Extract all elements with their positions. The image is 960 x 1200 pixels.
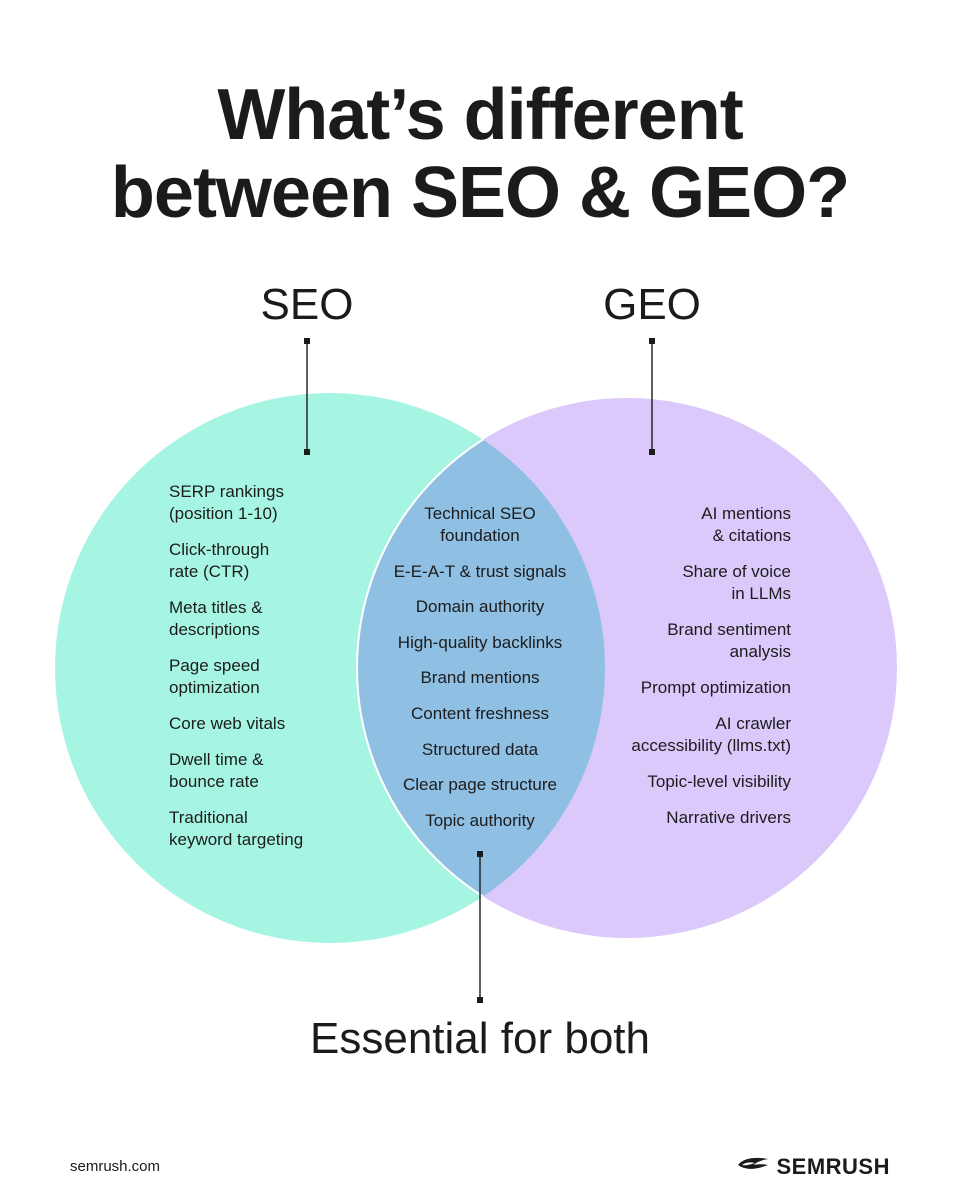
list-item: Domain authority xyxy=(415,597,545,617)
page-title: What’s different between SEO & GEO? xyxy=(0,76,960,232)
list-item: Share of voice in LLMs xyxy=(682,562,791,603)
list-item: Click-through rate (CTR) xyxy=(169,540,270,581)
overlap-outline-geo xyxy=(356,397,605,939)
list-item: Brand sentiment analysis xyxy=(667,620,791,661)
list-item: Meta titles & descriptions xyxy=(169,598,263,639)
title-line-1: What’s different xyxy=(217,75,743,155)
list-item: SERP rankings (position 1-10) xyxy=(169,482,284,523)
list-item: Brand mentions xyxy=(420,668,540,688)
list-item: Clear page structure xyxy=(402,775,558,795)
title-line-2: between SEO & GEO? xyxy=(110,153,850,233)
list-item: Page speed optimization xyxy=(169,656,260,697)
list-item: Structured data xyxy=(421,739,539,759)
both-connector-top-dot xyxy=(477,851,483,857)
geo-connector-bottom-dot xyxy=(649,449,655,455)
list-item: Dwell time & bounce rate xyxy=(169,750,264,791)
list-item: Traditional keyword targeting xyxy=(169,808,304,849)
both-item-list: Technical SEO foundation E-E-A-T & trust… xyxy=(380,503,580,845)
list-item: Core web vitals xyxy=(169,714,286,733)
list-item: High-quality backlinks xyxy=(397,632,563,652)
semrush-flame-icon xyxy=(736,1156,770,1179)
list-item: Content freshness xyxy=(411,703,549,723)
both-connector-bottom-dot xyxy=(477,997,483,1003)
list-item: AI crawler accessibility (llms.txt) xyxy=(631,714,791,755)
seo-connector-bottom-dot xyxy=(304,449,310,455)
seo-label: SEO xyxy=(260,280,354,329)
list-item: E-E-A-T & trust signals xyxy=(393,561,567,581)
list-item: Prompt optimization xyxy=(640,678,791,697)
semrush-logo: SEMRUSH xyxy=(736,1154,890,1180)
geo-label: GEO xyxy=(603,280,701,329)
essential-for-both-label: Essential for both xyxy=(310,1014,650,1063)
overlap-region xyxy=(357,398,605,938)
seo-item-list: SERP rankings (position 1-10) Click-thro… xyxy=(169,481,359,865)
geo-connector-top-dot xyxy=(649,338,655,344)
seo-connector-top-dot xyxy=(304,338,310,344)
list-item: Technical SEO foundation xyxy=(424,504,536,545)
list-item: Narrative drivers xyxy=(666,808,791,827)
brand-wordmark: SEMRUSH xyxy=(776,1154,890,1179)
website-url: semrush.com xyxy=(70,1158,161,1175)
list-item: AI mentions & citations xyxy=(701,504,791,545)
list-item: Topic authority xyxy=(425,810,535,830)
geo-item-list: AI mentions & citations Share of voice i… xyxy=(600,503,791,843)
list-item: Topic-level visibility xyxy=(647,772,791,791)
